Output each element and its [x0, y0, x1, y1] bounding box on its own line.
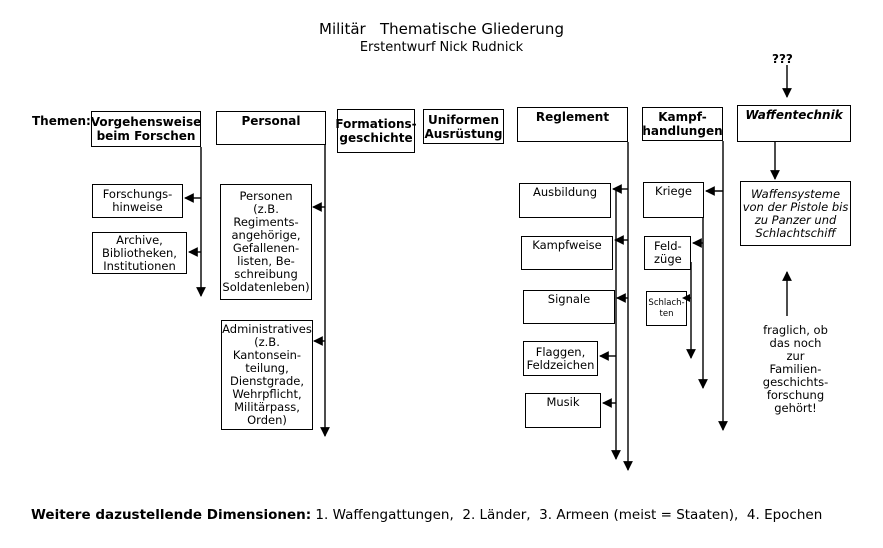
- theme-kampfhandlungen: Kampf- handlungen: [642, 107, 723, 141]
- item-musik: Musik: [525, 393, 601, 428]
- question-marks: ???: [772, 52, 793, 66]
- note-fraglich: fraglich, ob das noch zur Familien- gesc…: [762, 323, 829, 415]
- item-flaggen: Flaggen, Feldzeichen: [523, 341, 598, 376]
- item-kriege: Kriege: [643, 182, 704, 218]
- item-archive: Archive, Bibliotheken, Institutionen: [92, 232, 187, 274]
- themes-label: Themen:: [32, 114, 91, 128]
- theme-personal: Personal: [216, 111, 326, 145]
- item-waffensysteme: Waffensysteme von der Pistole bis zu Pan…: [740, 181, 851, 246]
- item-feldzuege: Feld- züge: [644, 236, 691, 270]
- item-personen: Personen (z.B. Regiments- angehörige, Ge…: [220, 184, 312, 300]
- theme-reglement: Reglement: [517, 107, 628, 142]
- arrowhead-schlachten: [682, 294, 690, 302]
- item-ausbildung: Ausbildung: [519, 183, 611, 218]
- item-administratives: Administratives (z.B. Kantonsein- teilun…: [221, 320, 313, 430]
- theme-uniformen: Uniformen Ausrüstung: [423, 109, 504, 144]
- diagram-title: Militär Thematische Gliederung: [319, 20, 564, 38]
- theme-formationsgeschichte: Formations- geschichte: [335, 109, 417, 153]
- footer-dimensions: Weitere dazustellende Dimensionen: 1. Wa…: [31, 507, 822, 523]
- footer-bold: Weitere dazustellende Dimensionen:: [31, 507, 312, 523]
- diagram-subtitle: Erstentwurf Nick Rudnick: [359, 40, 524, 55]
- item-kampfweise: Kampfweise: [521, 236, 613, 270]
- item-forschungshinweise: Forschungs- hinweise: [92, 184, 183, 218]
- item-schlachten: Schlach- ten: [646, 291, 687, 326]
- item-signale: Signale: [523, 290, 615, 324]
- footer-rest: 1. Waffengattungen, 2. Länder, 3. Armeen…: [311, 507, 823, 523]
- theme-vorgehensweise: Vorgehensweise beim Forschen: [91, 111, 201, 147]
- theme-waffentechnik: Waffentechnik: [737, 105, 851, 142]
